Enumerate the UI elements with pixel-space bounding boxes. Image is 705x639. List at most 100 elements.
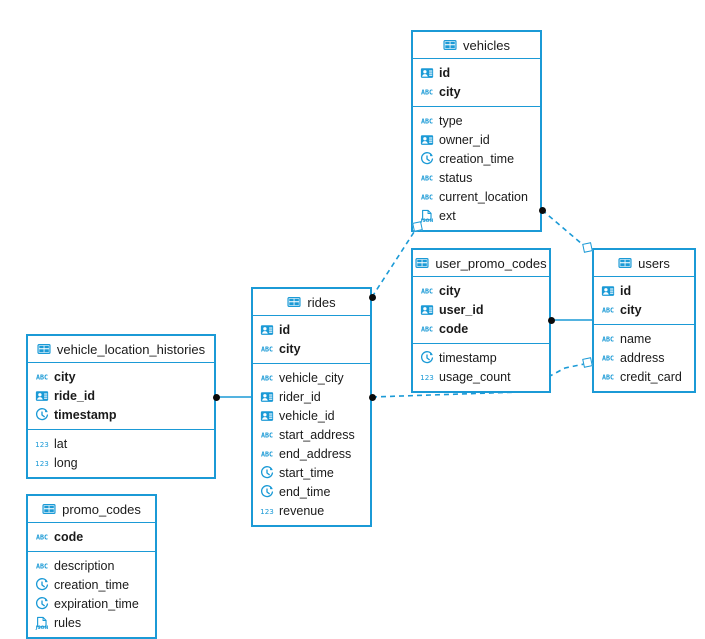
id-badge-icon xyxy=(35,389,49,403)
column-row[interactable]: creation_time xyxy=(28,575,155,594)
column-name: type xyxy=(439,113,463,128)
primary-key-row[interactable]: ABC city xyxy=(413,281,549,300)
column-row[interactable]: expiration_time xyxy=(28,594,155,613)
column-row[interactable]: 123 lat xyxy=(28,434,214,453)
primary-key-row[interactable]: ride_id xyxy=(28,386,214,405)
column-name: id xyxy=(439,65,451,80)
column-name: city xyxy=(439,84,461,99)
column-name: city xyxy=(620,302,642,317)
primary-key-row[interactable]: id xyxy=(253,320,370,339)
clock-icon xyxy=(420,151,434,166)
svg-text:ABC: ABC xyxy=(421,325,433,333)
clock-icon xyxy=(35,596,49,611)
column-row[interactable]: 123 revenue xyxy=(253,501,370,520)
column-row[interactable]: owner_id xyxy=(413,130,540,149)
123-number-icon: 123 xyxy=(35,437,49,451)
column-row[interactable]: vehicle_id xyxy=(253,406,370,425)
column-row[interactable]: timestamp xyxy=(413,348,549,367)
table-icon xyxy=(415,256,429,270)
entity-title-user_promo_codes: user_promo_codes xyxy=(413,250,549,277)
column-name: end_time xyxy=(279,484,331,499)
column-name: revenue xyxy=(279,503,325,518)
primary-key-row[interactable]: id xyxy=(413,63,540,82)
primary-key-row[interactable]: timestamp xyxy=(28,405,214,424)
column-name: user_id xyxy=(439,302,484,317)
column-name: usage_count xyxy=(439,369,511,384)
entity-title-promo_codes: promo_codes xyxy=(28,496,155,523)
svg-text:ABC: ABC xyxy=(421,287,433,295)
abc-text-icon: ABC xyxy=(420,171,434,185)
entity-title-rides: rides xyxy=(253,289,370,316)
relationship-many-marker-vlh-rides xyxy=(213,394,220,401)
column-name: timestamp xyxy=(54,407,117,422)
id-badge-icon xyxy=(420,66,434,80)
column-name: end_address xyxy=(279,446,352,461)
entity-name: vehicle_location_histories xyxy=(56,341,206,357)
relationship-many-marker-vehicles-users xyxy=(539,207,546,214)
id-badge-icon xyxy=(420,303,434,317)
column-row[interactable]: end_time xyxy=(253,482,370,501)
column-row[interactable]: ABC type xyxy=(413,111,540,130)
abc-text-icon: ABC xyxy=(420,114,434,128)
abc-text-icon: ABC xyxy=(35,530,49,544)
column-name: ride_id xyxy=(54,388,95,403)
entity-name: promo_codes xyxy=(62,501,141,517)
123-number-icon: 123 xyxy=(260,504,274,518)
column-name: vehicle_id xyxy=(279,408,335,423)
table-icon xyxy=(37,342,51,356)
primary-key-row[interactable]: id xyxy=(594,281,694,300)
column-name: id xyxy=(620,283,632,298)
abc-text-icon: ABC xyxy=(260,371,274,385)
column-name: creation_time xyxy=(54,577,130,592)
abc-text-icon: ABC xyxy=(260,447,274,461)
relationship-many-marker-rides-users xyxy=(369,394,376,401)
primary-key-row[interactable]: user_id xyxy=(413,300,549,319)
column-name: lat xyxy=(54,436,68,451)
primary-key-row[interactable]: ABC city xyxy=(594,300,694,319)
column-name: owner_id xyxy=(439,132,490,147)
column-row[interactable]: ABC end_address xyxy=(253,444,370,463)
entity-title-vehicle_location_histories: vehicle_location_histories xyxy=(28,336,214,363)
column-name: timestamp xyxy=(439,350,497,365)
column-name: description xyxy=(54,558,115,573)
relationship-one-marker-vehicles-upc xyxy=(412,221,423,232)
column-name: credit_card xyxy=(620,369,682,384)
entity-name: vehicles xyxy=(463,37,510,53)
svg-text:123: 123 xyxy=(35,458,49,467)
svg-text:ABC: ABC xyxy=(602,306,614,314)
abc-text-icon: ABC xyxy=(35,370,49,384)
column-row[interactable]: start_time xyxy=(253,463,370,482)
column-row[interactable]: rider_id xyxy=(253,387,370,406)
column-row[interactable]: creation_time xyxy=(413,149,540,168)
svg-text:123: 123 xyxy=(35,439,49,448)
column-name: city xyxy=(439,283,461,298)
